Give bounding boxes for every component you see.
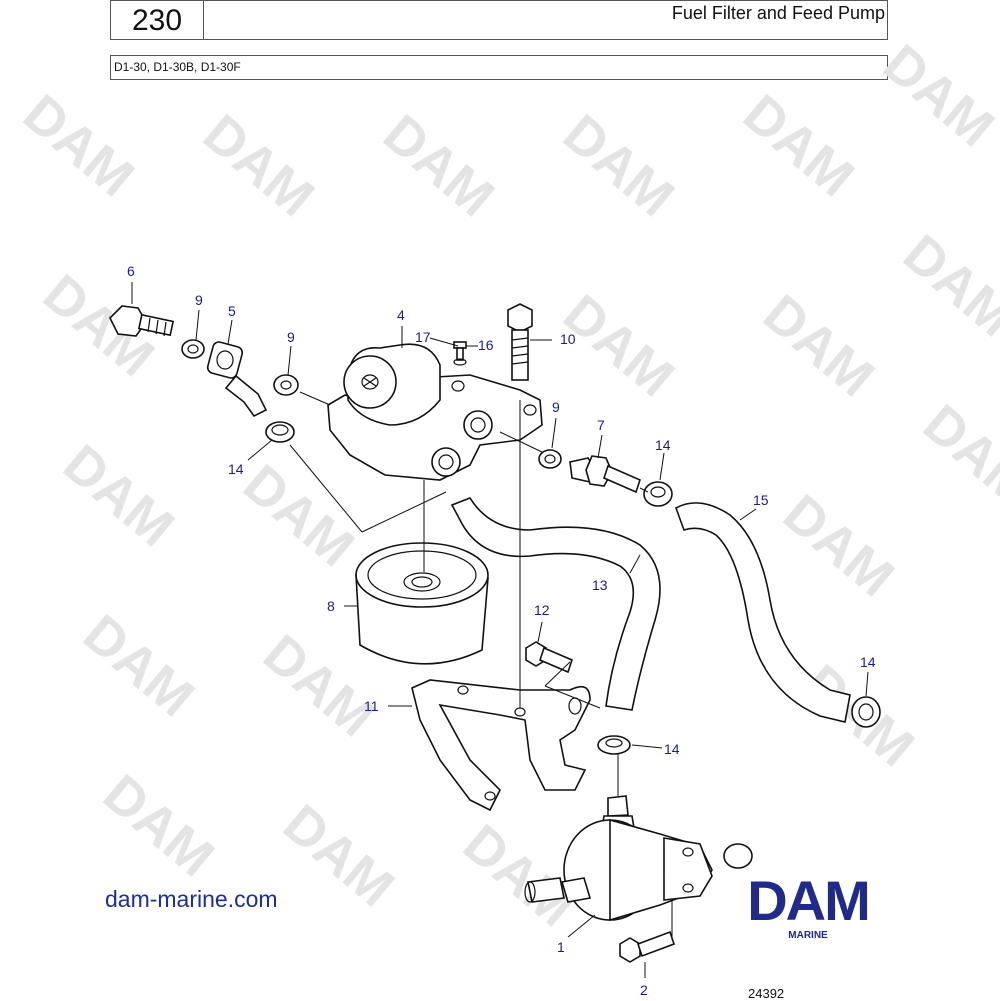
watermark-text: DAM	[92, 763, 225, 888]
callout-14: 14	[228, 461, 244, 477]
callout-16: 16	[478, 337, 494, 353]
callout-4: 4	[397, 307, 405, 323]
figure-number: 24392	[748, 986, 785, 1001]
part-hose-clamp	[643, 481, 673, 507]
watermark-text: DAM	[192, 103, 325, 228]
watermark-layer: DAM DAM DAM DAM DAM DAM DAM DAM DAM DAM …	[12, 33, 1000, 938]
callout-10: 10	[560, 331, 576, 347]
watermark-text: DAM	[912, 393, 1000, 518]
page-number: 230	[111, 1, 204, 39]
watermark-text: DAM	[372, 103, 505, 228]
part-pump-screw	[619, 930, 676, 963]
part-sealing-washer	[273, 374, 299, 396]
brand-logo: DAM MARINE	[718, 869, 898, 946]
callout-15: 15	[753, 492, 769, 508]
watermark-text: DAM	[12, 83, 145, 208]
watermark-text: DAM	[772, 483, 905, 608]
callout-12: 12	[534, 602, 550, 618]
part-bracket-bolt	[525, 641, 573, 674]
callout-2: 2	[640, 982, 648, 998]
callout-9: 9	[195, 292, 203, 308]
website-link[interactable]: dam-marine.com	[105, 886, 278, 912]
watermark-text: DAM	[732, 83, 865, 208]
part-fuel-hose	[450, 497, 661, 711]
callout-5: 5	[228, 303, 236, 319]
part-hose-nipple	[569, 455, 641, 494]
part-feed-pump	[524, 795, 753, 922]
part-filter-cartridge	[355, 542, 489, 665]
watermark-text: DAM	[52, 433, 185, 558]
callout-6: 6	[127, 263, 135, 279]
callout-labels: 6 9 5 9 4 17 16 10 9 7 14 15 14 13 14 8 …	[127, 263, 876, 998]
watermark-text: DAM	[272, 793, 405, 918]
watermark-text: DAM	[892, 223, 1000, 348]
part-hose-clamp	[851, 696, 881, 728]
part-hose-clamp	[265, 421, 295, 443]
callout-8: 8	[327, 598, 335, 614]
watermark-text: DAM	[752, 283, 885, 408]
part-banjo-bolt	[109, 305, 175, 337]
watermark-text: DAM	[232, 453, 365, 578]
watermark-text: DAM	[552, 103, 685, 228]
logo-tagline: MARINE	[788, 930, 828, 941]
part-filter-head	[327, 343, 543, 481]
header-box: 230 Fuel Filter and Feed Pump	[110, 0, 888, 40]
callout-11: 11	[364, 698, 379, 714]
callout-7: 7	[597, 417, 605, 433]
part-sealing-washer	[181, 339, 205, 359]
page-title: Fuel Filter and Feed Pump	[671, 3, 885, 23]
part-hose-clamp	[597, 735, 631, 755]
logo-wordmark: DAM	[747, 869, 871, 932]
callout-13: 13	[592, 577, 608, 593]
part-mounting-bolt	[507, 303, 533, 381]
callout-17: 17	[415, 329, 431, 345]
callout-14: 14	[664, 741, 680, 757]
callout-9: 9	[287, 329, 295, 345]
part-sealing-washer	[538, 449, 562, 469]
watermark-text: DAM	[872, 33, 1000, 158]
part-bracket	[411, 679, 591, 812]
watermark-text: DAM	[72, 603, 205, 728]
part-banjo-fitting	[206, 341, 268, 418]
callout-14: 14	[860, 654, 876, 670]
leader-lines	[131, 282, 869, 978]
callout-14: 14	[655, 437, 671, 453]
callout-9: 9	[552, 399, 560, 415]
callout-1: 1	[557, 939, 565, 955]
part-return-hose	[675, 502, 851, 723]
models-label: D1-30, D1-30B, D1-30F	[110, 55, 888, 80]
